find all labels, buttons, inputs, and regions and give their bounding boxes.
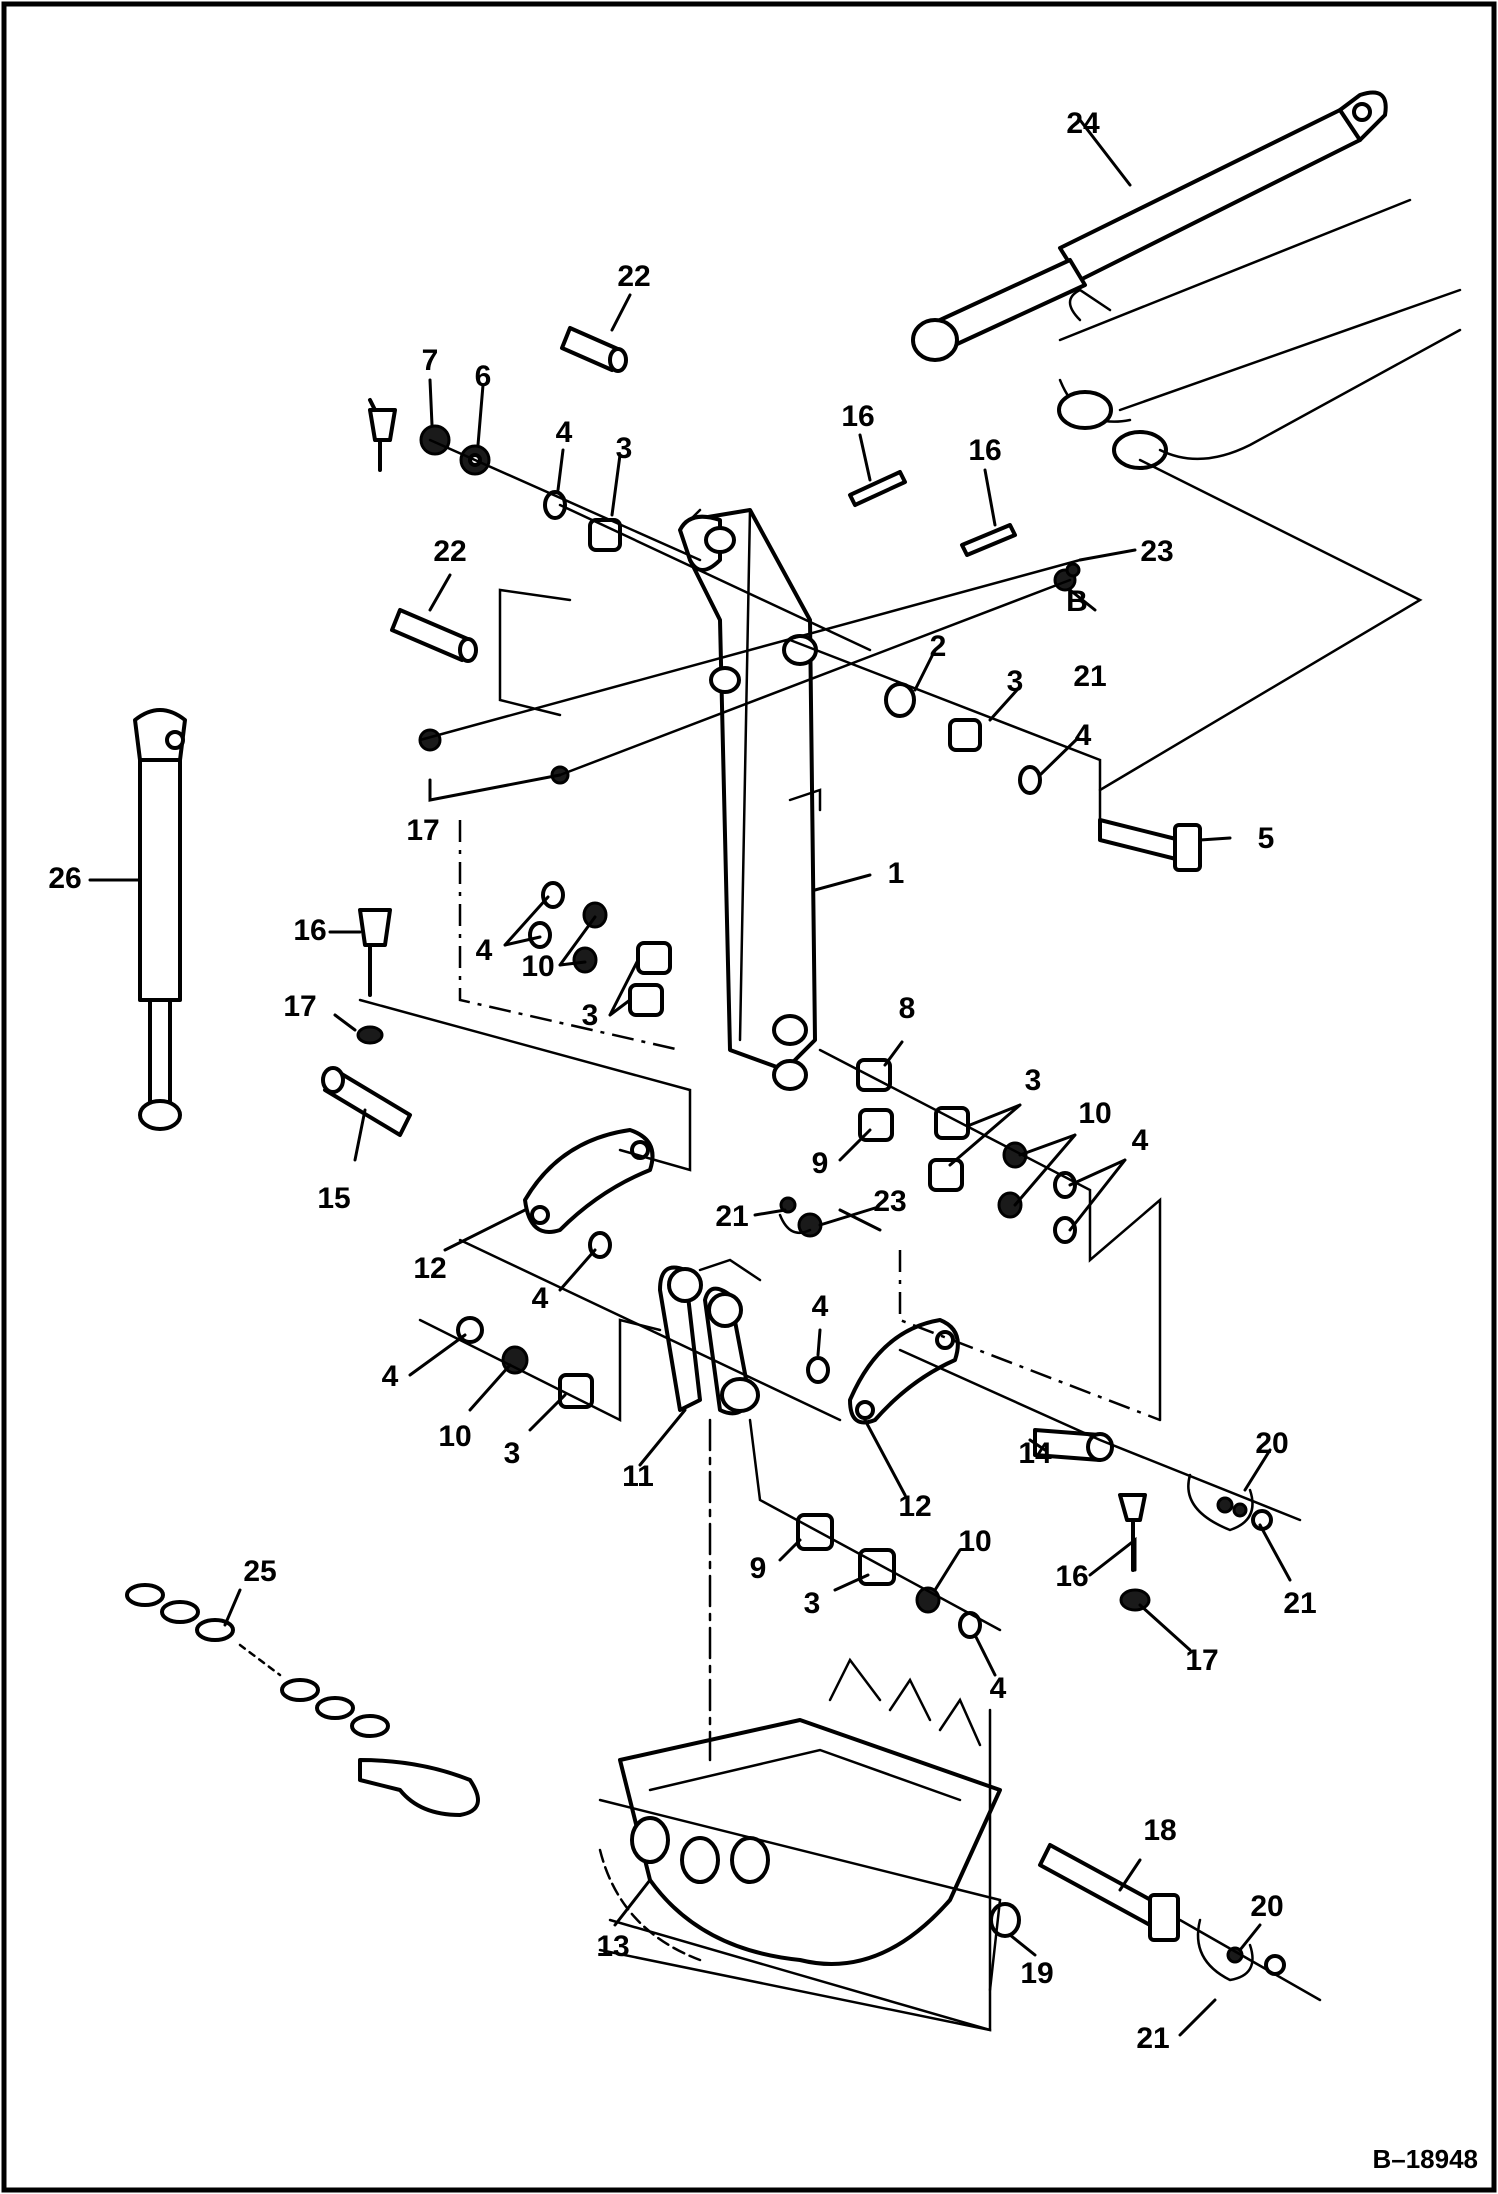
- leader-lines: [88, 118, 1292, 2037]
- pin-18: [1038, 1843, 1180, 1942]
- callout-9-upper: 9: [812, 1147, 829, 1180]
- callout-16-top-b: 16: [968, 434, 1001, 467]
- callout-10-lower-left: 10: [438, 1420, 471, 1453]
- detail-letter-b: B: [1066, 585, 1088, 618]
- callout-4-upper: 4: [556, 416, 573, 449]
- callout-8: 8: [899, 992, 916, 1025]
- callout-13: 13: [596, 1930, 629, 1963]
- callout-1: 1: [888, 857, 905, 890]
- axis-lines: [358, 438, 1423, 2032]
- callout-12-left: 12: [413, 1252, 446, 1285]
- callout-21-bottom: 21: [1136, 2022, 1169, 2055]
- callout-10-right-mid: 10: [1078, 1097, 1111, 1130]
- callout-21-top: 21: [1073, 660, 1106, 693]
- callout-15: 15: [317, 1182, 350, 1215]
- bolt-16-top: [848, 470, 907, 507]
- callout-20-bottom: 20: [1250, 1890, 1283, 1923]
- callout-25: 25: [243, 1555, 276, 1588]
- callout-23-center: 23: [873, 1185, 906, 1218]
- callout-18: 18: [1143, 1814, 1176, 1847]
- pin-22-lower: [390, 608, 478, 663]
- cylinder-24: [911, 90, 1388, 362]
- callout-22-lower: 22: [433, 535, 466, 568]
- nut-7: [419, 424, 451, 456]
- callout-17-left: 17: [283, 990, 316, 1023]
- callout-6: 6: [475, 360, 492, 393]
- callout-17-right: 17: [1185, 1644, 1218, 1677]
- callout-16-left: 16: [293, 914, 326, 947]
- callout-23-top: 23: [1140, 535, 1173, 568]
- pin-14: [1033, 1428, 1114, 1462]
- callout-3-lower-left: 3: [504, 1437, 521, 1470]
- callout-3-right-top: 3: [1007, 665, 1024, 698]
- callout-19: 19: [1020, 1957, 1053, 1990]
- callout-4-center: 4: [532, 1282, 549, 1315]
- callout-17-top: 17: [406, 814, 439, 847]
- callout-10-left-mid: 10: [521, 950, 554, 983]
- callout-3-lower: 3: [804, 1587, 821, 1620]
- callouts: 24 22 7 6 4 3 16 16 23 B 21 22 2 3 4 5 1…: [48, 107, 1316, 2055]
- callout-3-left-mid: 3: [582, 999, 599, 1032]
- callout-16-right: 16: [1055, 1560, 1088, 1593]
- callout-9-lower: 9: [750, 1552, 767, 1585]
- callout-2: 2: [930, 630, 947, 663]
- pin-15: [321, 1066, 412, 1137]
- callout-12-right: 12: [898, 1490, 931, 1523]
- callout-4-right-top: 4: [1075, 719, 1092, 752]
- chain-25: [125, 1583, 480, 1817]
- callout-16-top-a: 16: [841, 400, 874, 433]
- link-11: [658, 1258, 762, 1416]
- callout-4-lower: 4: [990, 1672, 1007, 1705]
- callout-7: 7: [422, 344, 439, 377]
- callout-11: 11: [622, 1460, 654, 1493]
- callout-26: 26: [48, 862, 81, 895]
- callout-21-right: 21: [1283, 1587, 1316, 1620]
- pin-22-upper: [560, 326, 628, 373]
- callout-4-lower-left: 4: [382, 1360, 399, 1393]
- callout-4-left-mid: 4: [476, 934, 493, 967]
- callout-22-upper: 22: [617, 260, 650, 293]
- callout-10-lower: 10: [958, 1525, 991, 1558]
- callout-4-center-right: 4: [812, 1290, 829, 1323]
- drawing-number: B–18948: [1372, 2144, 1478, 2174]
- callout-21-center: 21: [715, 1200, 748, 1233]
- link-12-right: [848, 1318, 960, 1425]
- callout-5: 5: [1258, 822, 1275, 855]
- boom-arm-outline: [1057, 198, 1462, 470]
- cylinder-26: [133, 708, 187, 1131]
- callout-24: 24: [1066, 107, 1100, 140]
- callout-3-right-mid: 3: [1025, 1064, 1042, 1097]
- callout-14: 14: [1018, 1437, 1052, 1470]
- callout-4-right-mid: 4: [1132, 1124, 1149, 1157]
- callout-20-right: 20: [1255, 1427, 1288, 1460]
- callout-3-upper: 3: [616, 432, 633, 465]
- link-12-left: [523, 1128, 655, 1234]
- arm-part-1: [678, 508, 822, 1091]
- pin-5: [1098, 818, 1202, 872]
- bucket-13: [598, 1657, 1002, 1966]
